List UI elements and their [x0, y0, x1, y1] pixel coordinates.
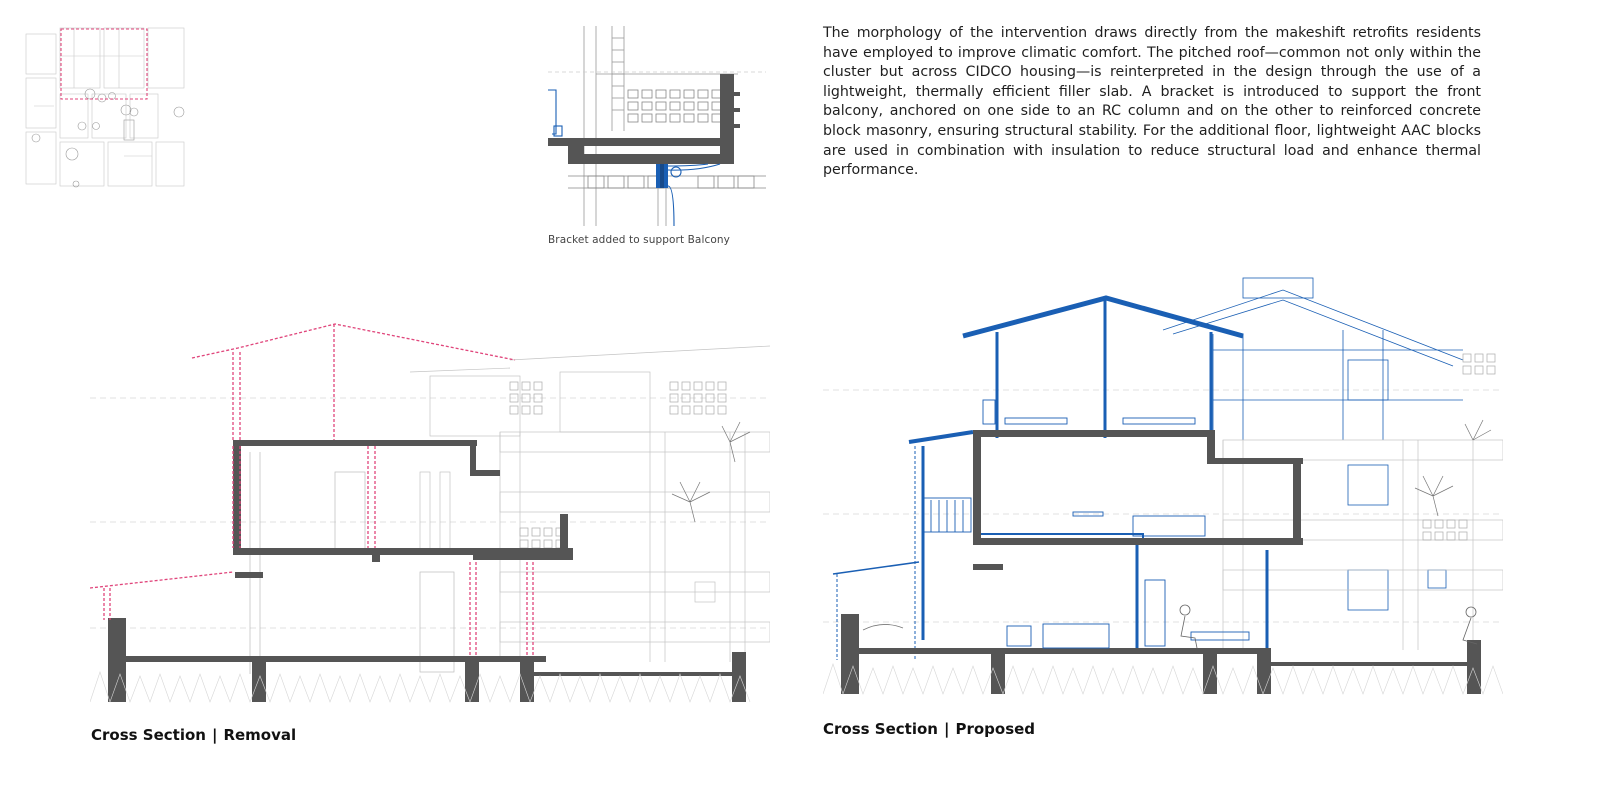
caption-removal: Cross Section | Removal	[91, 726, 296, 744]
caption-removal-separator: |	[211, 726, 218, 744]
caption-removal-sub: Removal	[223, 726, 297, 744]
description-paragraph: The morphology of the intervention draws…	[823, 25, 1481, 179]
caption-proposed: Cross Section | Proposed	[823, 720, 1035, 738]
detail-caption: Bracket added to support Balcony	[548, 234, 730, 246]
bracket-detail-drawing	[548, 26, 766, 227]
caption-proposed-main: Cross Section	[823, 720, 938, 738]
caption-removal-main: Cross Section	[91, 726, 206, 744]
cross-section-proposed-drawing	[823, 277, 1503, 695]
caption-proposed-sub: Proposed	[955, 720, 1036, 738]
cross-section-removal-drawing	[90, 323, 770, 703]
site-plan-key-map	[25, 27, 185, 188]
caption-proposed-separator: |	[943, 720, 950, 738]
